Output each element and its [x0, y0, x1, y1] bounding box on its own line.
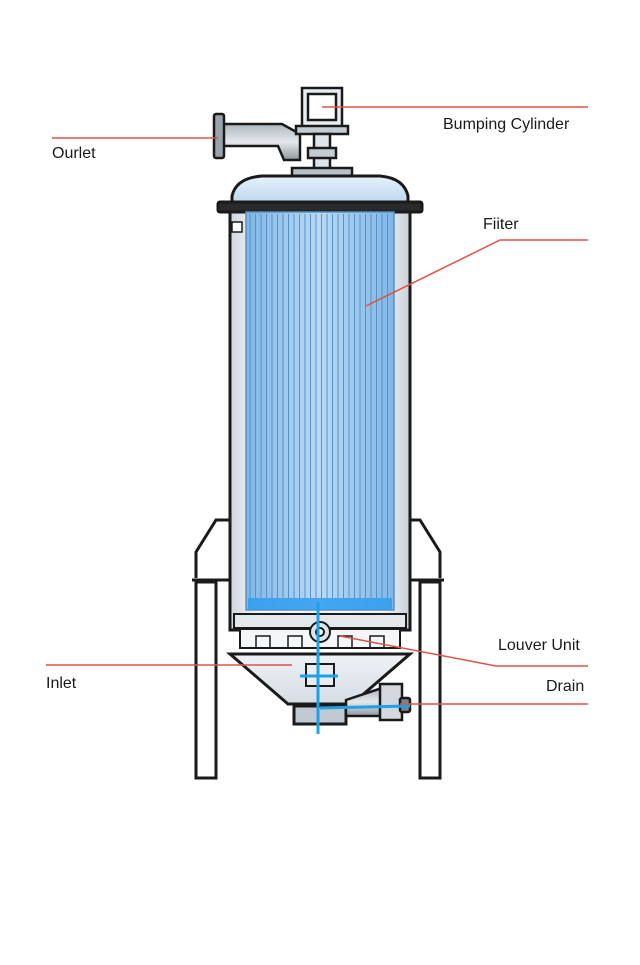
- drain-pipe: [344, 682, 412, 722]
- label-bumping-cylinder: Bumping Cylinder: [443, 116, 570, 133]
- label-drain: Drain: [546, 678, 585, 695]
- right-brace: [408, 518, 442, 578]
- top-flange: [216, 200, 424, 214]
- drain-flow: [319, 704, 411, 710]
- label-inlet: Inlet: [46, 675, 77, 692]
- leader-louver-unit: [339, 635, 588, 667]
- left-brace: [194, 518, 232, 578]
- label-outlet: Ourlet: [52, 145, 96, 162]
- outlet-pipe: [212, 112, 302, 162]
- flow-lines: [300, 602, 411, 734]
- outlet-flange: [212, 112, 226, 160]
- louver-unit: [233, 613, 407, 649]
- filter-glow: [248, 598, 392, 610]
- filter-pleats: [249, 214, 388, 598]
- right-leg: [418, 580, 442, 780]
- top-dome: [230, 174, 410, 208]
- support-stand: [192, 518, 444, 780]
- leader-filter: [365, 239, 588, 307]
- leader-lines: [46, 106, 588, 705]
- conical-bottom: [225, 652, 415, 726]
- label-filter: Fiiter: [483, 216, 519, 233]
- label-louver-unit: Louver Unit: [498, 637, 580, 654]
- filter-element: [245, 211, 395, 611]
- bumping-cylinder-assembly: [290, 86, 354, 196]
- left-leg: [194, 580, 218, 780]
- sight-port: [231, 221, 243, 233]
